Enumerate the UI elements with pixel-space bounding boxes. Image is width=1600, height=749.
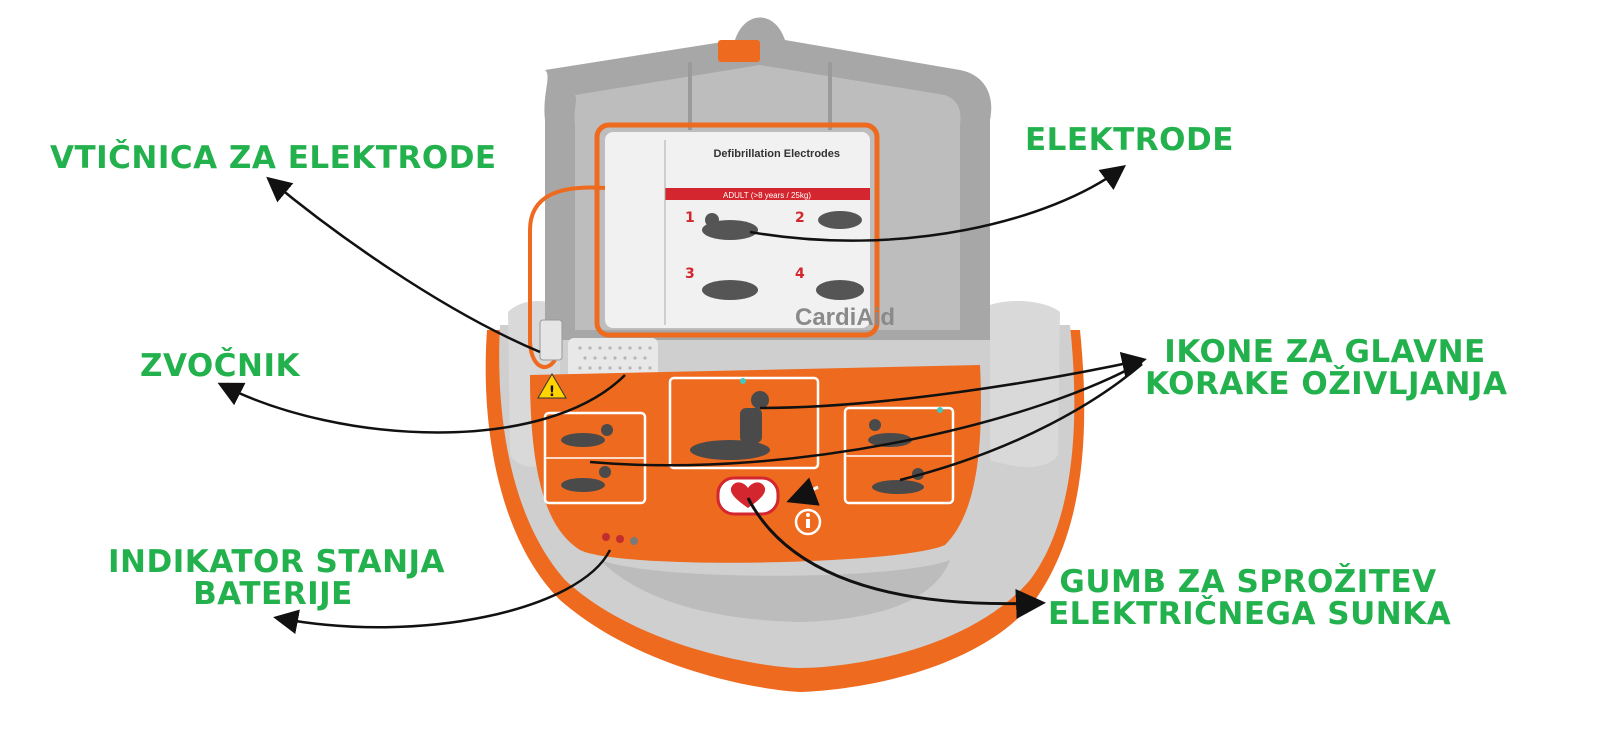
speaker-holes	[578, 346, 652, 370]
electrode-pouch-trim	[594, 122, 880, 338]
pouch-figure	[702, 211, 864, 300]
step-indicator-led	[937, 407, 943, 413]
pouch-header: Defibrillation Electrodes	[713, 148, 840, 160]
label-battery-line2: BATERIJE	[193, 576, 353, 612]
arrow-speaker	[217, 374, 626, 434]
right-wing	[990, 300, 1060, 467]
step-figure	[690, 391, 770, 460]
arrow-icons-3	[899, 363, 1143, 482]
label-battery-indicator: INDIKATOR STANJA BATERIJE	[108, 544, 446, 612]
pouch-step-4: 4	[795, 266, 805, 282]
electrode-socket	[539, 319, 563, 361]
step-icon-box-2[interactable]	[668, 376, 820, 470]
pouch-step-1: 1	[685, 210, 695, 226]
arrow-shock	[746, 497, 1046, 619]
warning-triangle-icon: !	[537, 373, 567, 400]
label-shock-line1: GUMB ZA SPROŽITEV	[1059, 564, 1437, 600]
label-step-icons: IKONE ZA GLAVNE KORAKE OŽIVLJANJA	[1145, 334, 1508, 402]
step-figure	[868, 419, 924, 494]
label-speaker-text: ZVOČNIK	[140, 348, 301, 384]
label-shock-line2: ELEKTRIČNEGA SUNKA	[1048, 596, 1452, 632]
label-electrode-socket: VTIČNICA ZA ELEKTRODE	[50, 142, 497, 174]
front-tray	[600, 560, 950, 622]
pouch-step-3: 3	[685, 266, 695, 282]
svg-text:!: !	[549, 384, 555, 400]
arrow-icons-1	[759, 351, 1147, 410]
label-shock-button: GUMB ZA SPROŽITEV ELEKTRIČNEGA SUNKA	[1048, 564, 1452, 632]
battery-indicator	[602, 533, 638, 545]
pouch-brand: CardiAid	[795, 304, 895, 331]
shock-hint-arrow	[786, 477, 820, 506]
label-battery-line1: INDIKATOR STANJA	[108, 544, 446, 580]
label-step-icons-line2: KORAKE OŽIVLJANJA	[1145, 366, 1508, 402]
electrode-cable	[528, 185, 606, 369]
label-electrode-socket-text: VTIČNICA ZA ELEKTRODE	[50, 140, 497, 176]
label-step-icons-line1: IKONE ZA GLAVNE	[1164, 334, 1486, 370]
label-speaker: ZVOČNIK	[140, 350, 300, 382]
pouch-band	[665, 188, 870, 200]
arrow-icons-2	[589, 360, 1143, 467]
label-electrodes: ELEKTRODE	[1025, 124, 1234, 156]
step-indicator-led	[740, 378, 746, 384]
info-icon[interactable]	[794, 508, 822, 536]
step-figure	[561, 424, 613, 492]
arrow-socket	[266, 176, 541, 354]
lid-clip	[718, 40, 760, 62]
arrow-battery	[273, 549, 612, 635]
label-electrodes-text: ELEKTRODE	[1025, 122, 1234, 158]
arrow-electrodes	[749, 165, 1127, 242]
heart-shock-icon	[730, 482, 766, 508]
pouch-band-text: ADULT (>8 years / 25kg)	[723, 191, 811, 200]
pouch-step-2: 2	[795, 210, 805, 226]
